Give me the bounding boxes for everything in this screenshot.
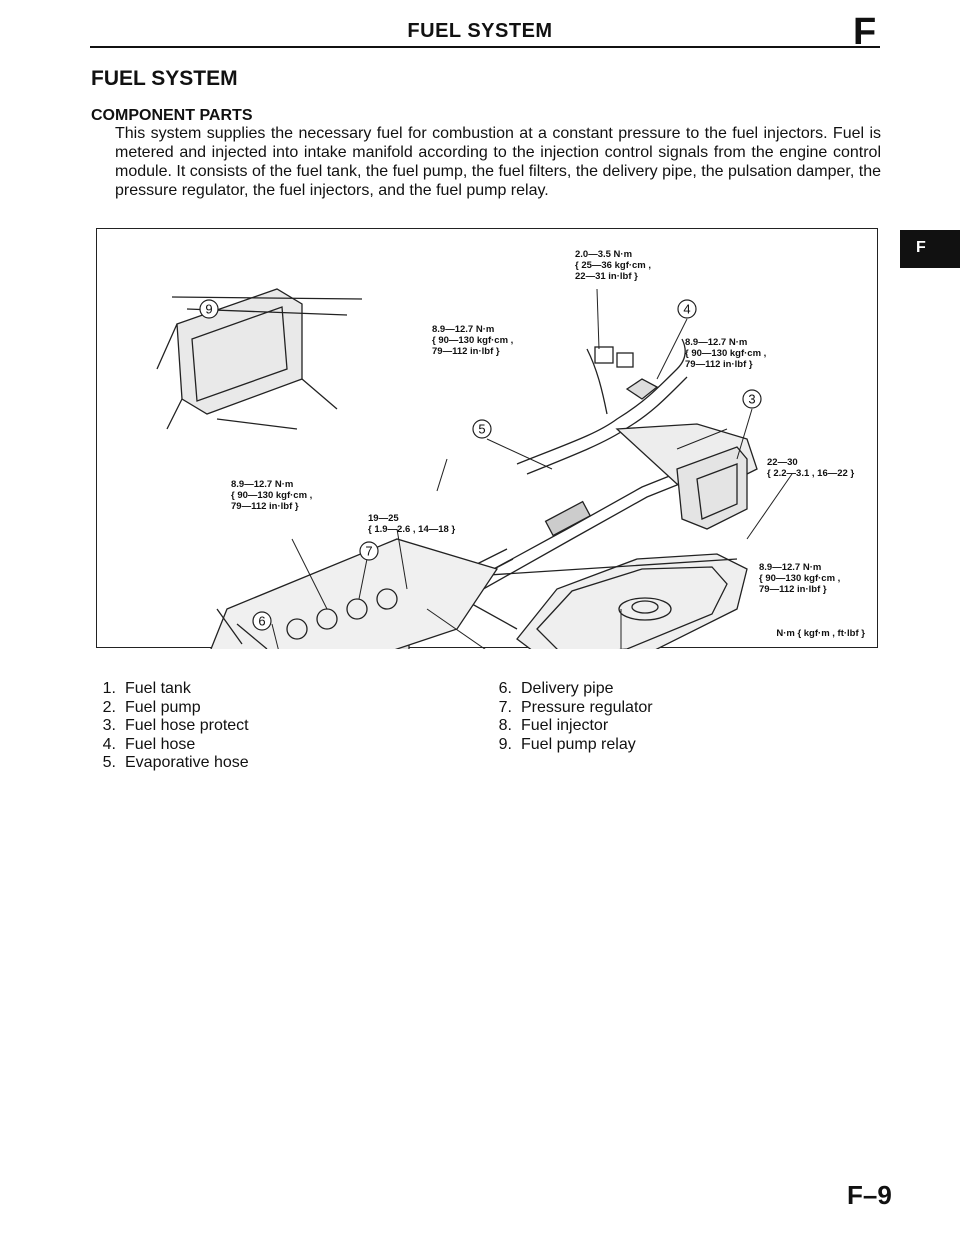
part-marker-circle	[199, 299, 219, 319]
header-rule	[90, 46, 880, 48]
legend-item: 7.Pressure regulator	[498, 698, 653, 716]
circled-number-markers: 943576812	[199, 299, 762, 631]
hose-protect-drawing	[676, 446, 748, 530]
intake-manifold-drawing	[210, 538, 499, 649]
part-marker-number: 4	[683, 302, 690, 317]
component-diagram: 943576812 2.0—3.5 N·m { 25—36 kgf·cm , 2…	[96, 228, 878, 649]
legend-item: 4.Fuel hose	[102, 735, 196, 753]
part-marker-circle	[677, 299, 697, 319]
torque-callout-5: 8.9—12.7 N·m { 90—130 kgf·cm , 79—112 in…	[231, 479, 313, 512]
part-marker-number: 3	[748, 392, 755, 407]
torque-callout-3: 8.9—12.7 N·m { 90—130 kgf·cm , 79—112 in…	[685, 337, 767, 370]
header-title: FUEL SYSTEM	[407, 20, 553, 42]
part-marker-circle	[252, 611, 272, 631]
component-drawing: 943576812	[156, 288, 793, 649]
legend-item: 1.Fuel tank	[102, 680, 191, 697]
legend-item: 6.Delivery pipe	[498, 680, 614, 697]
part-marker-number: 5	[478, 422, 485, 437]
torque-callout-2: 8.9—12.7 N·m { 90—130 kgf·cm , 79—112 in…	[432, 324, 514, 357]
units-note: N·m { kgf·m , ft·lbf }	[776, 628, 865, 639]
section-side-tab: F	[900, 230, 960, 268]
legend-right: 6.Delivery pipe 7.Pressure regulator 8.F…	[488, 680, 653, 754]
part-marker-circle	[742, 389, 762, 409]
torque-callout-1: 2.0—3.5 N·m { 25—36 kgf·cm , 22—31 in·lb…	[575, 249, 652, 282]
section-title: FUEL SYSTEM	[91, 67, 238, 90]
part-marker-circle	[472, 419, 492, 439]
legend-item: 2.Fuel pump	[102, 698, 201, 716]
part-marker-number: 6	[258, 614, 265, 629]
fuel-pump-relay-drawing	[156, 288, 363, 430]
torque-callout-7: 8.9—12.7 N·m { 90—130 kgf·cm , 79—112 in…	[759, 562, 841, 595]
page-number: F–9	[847, 1180, 892, 1210]
legend-item: 9.Fuel pump relay	[498, 735, 636, 753]
legend-item: 8.Fuel injector	[498, 717, 609, 734]
torque-callout-4: 22—30 { 2.2—3.1 , 16—22 }	[767, 457, 855, 479]
subsection-title: COMPONENT PARTS	[91, 107, 253, 124]
part-marker-number: 7	[365, 544, 372, 559]
side-tab-label: F	[916, 239, 926, 256]
intro-paragraph: This system supplies the necessary fuel …	[115, 125, 881, 199]
legend-item: 3.Fuel hose protect	[102, 717, 249, 734]
part-marker-number: 9	[205, 302, 212, 317]
leader-lines	[271, 288, 793, 649]
header-section-letter: F	[853, 11, 877, 53]
legend-left: 1.Fuel tank 2.Fuel pump 3.Fuel hose prot…	[92, 680, 249, 773]
legend-item: 5.Evaporative hose	[102, 754, 249, 771]
torque-callout-6: 19—25 { 1.9—2.6 , 14—18 }	[368, 513, 456, 535]
part-marker-circle	[359, 541, 379, 561]
